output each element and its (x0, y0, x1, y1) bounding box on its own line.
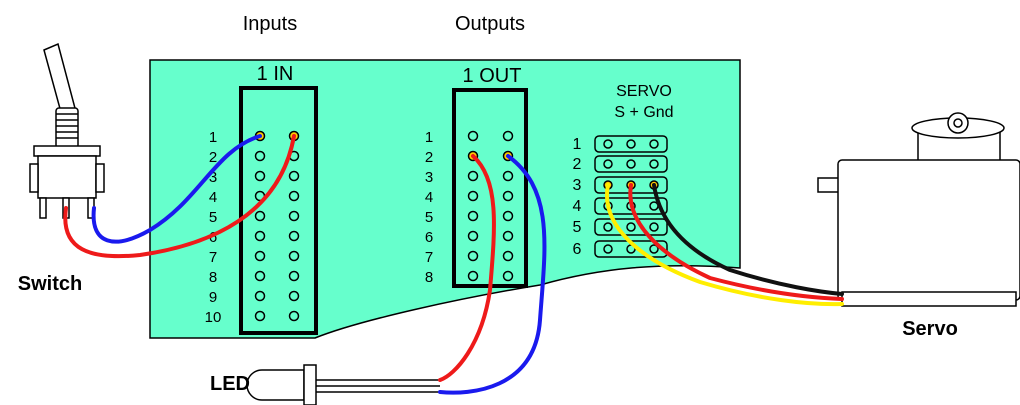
output-row-number: 1 (425, 129, 433, 146)
input-row-number: 5 (209, 209, 217, 226)
servo-row-number: 1 (573, 136, 582, 153)
output-row-number: 4 (425, 189, 433, 206)
servo-row-number: 5 (573, 219, 582, 236)
servo-row-number: 3 (573, 177, 582, 194)
input-row-numbers: 1 2 3 4 5 6 7 8 9 10 (205, 129, 222, 326)
servo-header-label: SERVO (616, 83, 672, 100)
input-row-number: 3 (209, 169, 217, 186)
output-row-number: 7 (425, 249, 433, 266)
input-header-block (239, 86, 318, 335)
input-pins (254, 130, 300, 322)
input-row-number: 7 (209, 249, 217, 266)
yellow-wire-servo (604, 183, 844, 307)
red-wire-switch (63, 134, 296, 259)
servo-row-number: 4 (573, 198, 582, 215)
input-row-number: 9 (209, 289, 217, 306)
servo-row-number: 6 (573, 241, 582, 258)
red-wire-servo (628, 183, 844, 301)
led-label: LED (210, 373, 250, 395)
output-header-label: 1 OUT (463, 65, 522, 87)
input-row-number: 6 (209, 229, 217, 246)
switch-label: Switch (18, 273, 82, 295)
output-row-number: 2 (425, 149, 433, 166)
input-row-number: 4 (209, 189, 217, 206)
output-row-number: 5 (425, 209, 433, 226)
red-wire-led (438, 154, 496, 382)
servo-motor-icon (817, 112, 1020, 307)
output-row-number: 6 (425, 229, 433, 246)
input-row-number: 8 (209, 269, 217, 286)
servo-label: Servo (902, 318, 958, 340)
output-row-number: 3 (425, 169, 433, 186)
input-row-number: 10 (205, 309, 222, 326)
led-icon (246, 364, 440, 405)
inputs-heading: Inputs (243, 13, 297, 35)
outputs-heading: Outputs (455, 13, 525, 35)
blue-wire-switch (91, 134, 262, 244)
wires (63, 134, 844, 395)
interface-board (149, 59, 741, 339)
blue-wire-led (438, 154, 547, 395)
output-row-number: 8 (425, 269, 433, 286)
input-row-number: 2 (209, 149, 217, 166)
input-row-number: 1 (209, 129, 217, 146)
servo-pin-labels: S + Gnd (614, 104, 673, 121)
input-header-label: 1 IN (257, 63, 294, 85)
servo-row-number: 2 (573, 156, 582, 173)
toggle-switch-icon (29, 42, 105, 219)
black-wire-servo (652, 183, 844, 296)
output-row-numbers: 1 2 3 4 5 6 7 8 (425, 129, 433, 286)
servo-row-numbers: 1 2 3 4 5 6 (573, 136, 582, 258)
